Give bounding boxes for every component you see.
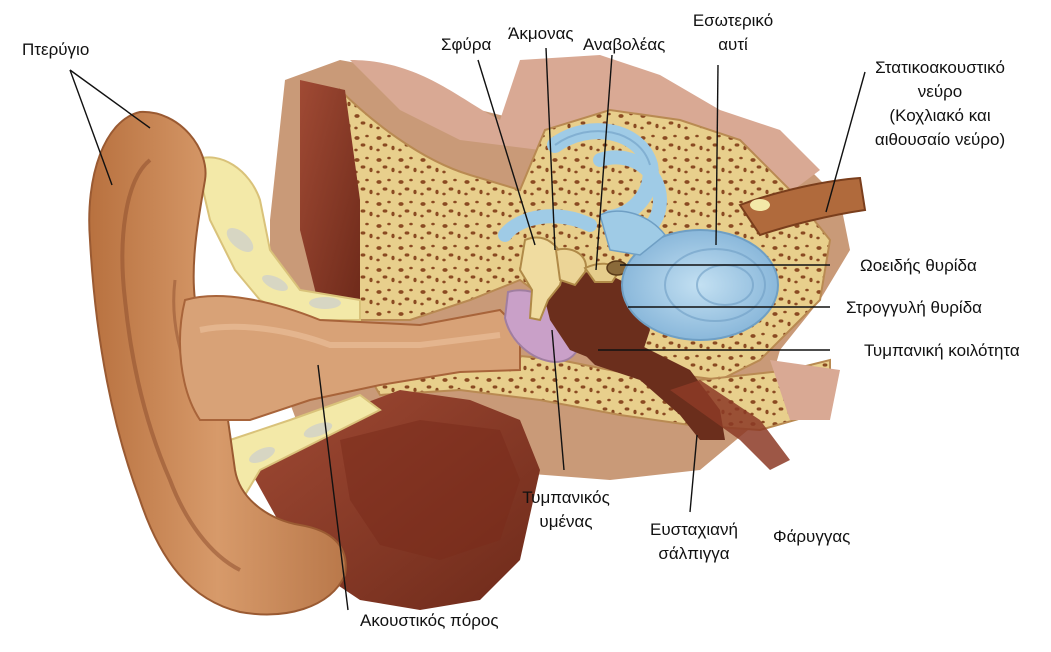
leader-inner-ear bbox=[715, 64, 719, 246]
leader-malleus bbox=[477, 59, 536, 246]
label-eustachian-line2: σάλπιγγα bbox=[658, 544, 729, 563]
leader-stapes bbox=[595, 54, 613, 271]
label-eardrum-line2: υμένας bbox=[539, 512, 592, 531]
leader-eardrum bbox=[551, 329, 565, 471]
label-malleus: Σφύρα bbox=[441, 35, 491, 54]
labels: Πτερύγιο Σφύρα Άκμονας Αναβολέας Εσωτερι… bbox=[22, 11, 1020, 630]
label-nerve-line3: (Κοχλιακό και bbox=[889, 106, 990, 125]
label-tympanic-cavity: Τυμπανική κοιλότητα bbox=[864, 341, 1020, 360]
leader-nerve bbox=[825, 71, 866, 213]
ossicles bbox=[518, 236, 628, 322]
label-nerve-line4: αιθουσαίο νεύρο) bbox=[875, 130, 1005, 149]
inner-ear-shape bbox=[498, 123, 779, 341]
leader-lines bbox=[69, 47, 866, 611]
label-eardrum-line1: Τυμπανικός bbox=[522, 488, 610, 507]
label-nerve-line1: Στατικοακουστικό bbox=[875, 58, 1005, 77]
leader-ear-canal bbox=[317, 364, 349, 611]
leader-eustachian bbox=[689, 434, 698, 513]
leader-pinna-2 bbox=[69, 69, 151, 129]
label-incus: Άκμονας bbox=[508, 24, 574, 43]
label-stapes: Αναβολέας bbox=[583, 35, 665, 54]
label-eustachian-line1: Ευσταχιανή bbox=[650, 520, 738, 539]
label-nerve-line2: νεύρο bbox=[918, 82, 963, 101]
label-inner-ear-line1: Εσωτερικό bbox=[693, 11, 773, 30]
label-pharynx: Φάρυγγας bbox=[773, 527, 850, 546]
label-round-window: Στρογγυλή θυρίδα bbox=[846, 298, 982, 317]
leader-pinna-1 bbox=[69, 69, 113, 186]
eustachian-tube-shape bbox=[670, 360, 840, 470]
label-oval-window: Ωοειδής θυρίδα bbox=[860, 256, 977, 275]
label-inner-ear-line2: αυτί bbox=[718, 35, 748, 54]
nerve-shape bbox=[738, 176, 867, 237]
label-ear-canal: Ακουστικός πόρος bbox=[360, 611, 499, 630]
ear-canal-shape bbox=[179, 295, 521, 421]
label-pinna: Πτερύγιο bbox=[22, 40, 89, 59]
leader-incus bbox=[545, 47, 556, 251]
